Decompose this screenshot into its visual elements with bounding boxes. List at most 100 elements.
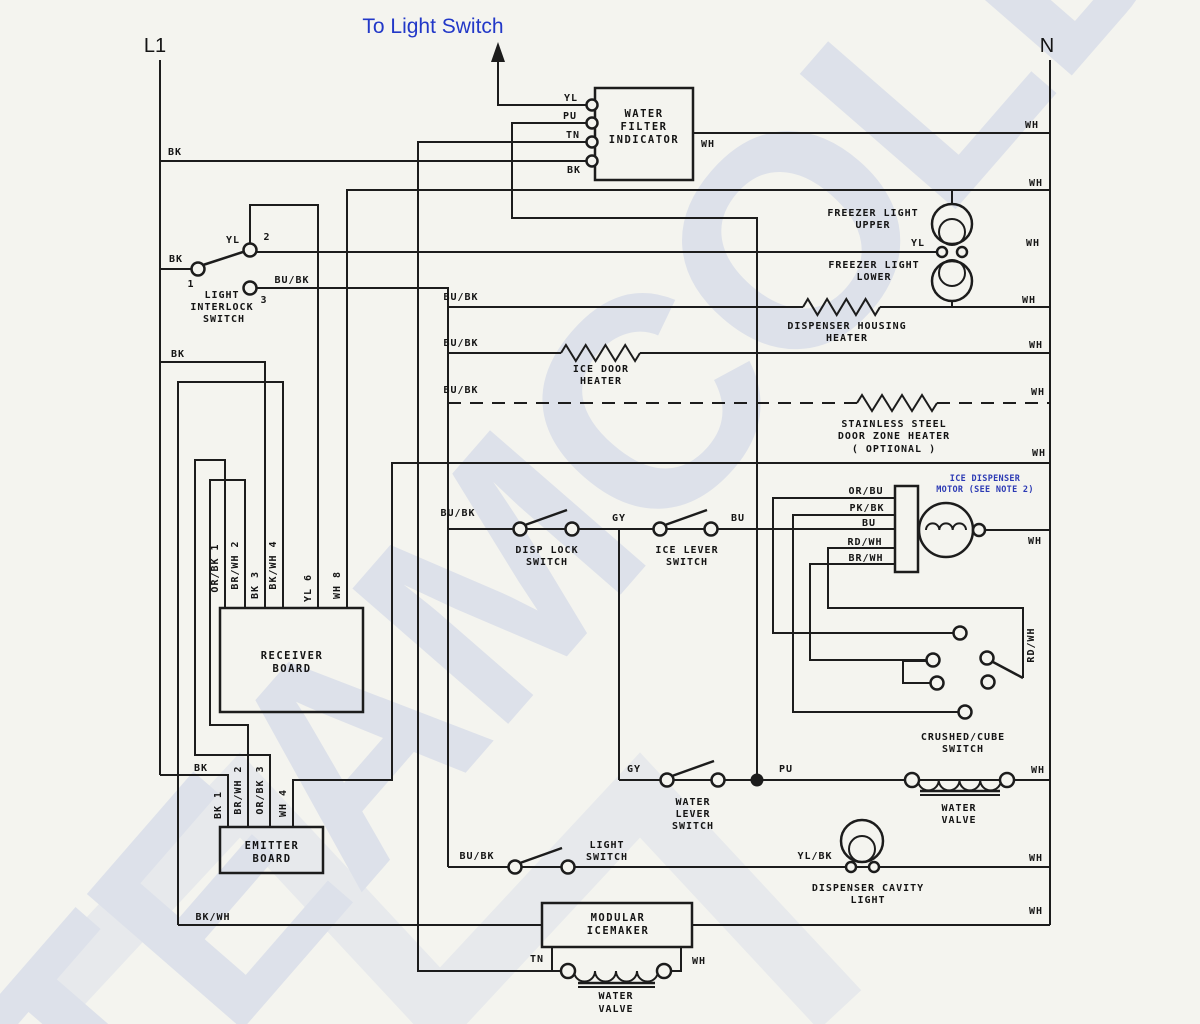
label-yl-bk: YL/BK [797,851,832,862]
label-3: 3 [260,295,267,306]
label-water: WATER [675,797,710,808]
label-bk-wh: BK/WH [195,912,230,923]
label-wh-8: WH 8 [332,571,343,599]
label-pu: PU [779,764,793,775]
label-tn: TN [530,954,544,965]
label-2: 2 [263,232,270,243]
terminal-icon [952,625,968,641]
wire-bu-bk-bus [254,287,449,867]
label-light: LIGHT [589,840,624,851]
label-ice-dispenser: ICE DISPENSER [950,474,1021,484]
label-interlock: INTERLOCK [190,302,253,313]
label-valve: VALVE [941,815,976,826]
label-wh: WH [1029,906,1043,917]
label-bu-bk: BU/BK [443,338,478,349]
label-ice-lever: ICE LEVER [655,545,718,556]
label-wh: WH [1028,536,1042,547]
ice-dispenser-motor [917,501,975,559]
terminal-icon [655,962,673,980]
label-crushed-cube: CRUSHED/CUBE [921,732,1005,743]
wire-wh-8-wire [346,189,1050,608]
label-bu-bk: BU/BK [459,851,494,862]
terminal-icon [903,771,921,789]
stainless-steel-door-zone-heater-resistor [856,393,938,413]
label-pk-bk: PK/BK [849,503,884,514]
label-filter: FILTER [621,121,668,133]
terminal-icon [242,280,258,296]
ice-door-heater-resistor [560,343,641,363]
terminal-icon [512,521,528,537]
wires [159,58,1051,972]
label-bk-wh-4: BK/WH 4 [268,540,279,589]
wire-tn-wire [417,141,592,972]
label-switch: SWITCH [672,821,714,832]
wire-pu-wire [511,122,758,780]
label-water: WATER [598,991,633,1002]
terminal-icon [957,704,973,720]
label-tn: TN [566,130,580,141]
wire-rd-wh-cc-wire [827,547,1024,678]
terminal-icon [564,521,580,537]
label-bk-1: BK 1 [213,791,224,819]
label-light: LIGHT [204,290,239,301]
label-bu: BU [862,518,876,529]
label-pu: PU [563,111,577,122]
label-dispenser-cavity: DISPENSER CAVITY [812,883,924,894]
wire-or-bk-loop [194,459,271,827]
label-to-light-switch: To Light Switch [362,15,503,38]
label-wh: WH [1031,387,1045,398]
label-br-wh-2: BR/WH 2 [230,540,241,589]
water-valve-dispenser [917,779,1002,796]
label-switch: SWITCH [666,557,708,568]
ice-lever-switch-blade [664,508,708,527]
light-switch-blade [519,846,563,865]
label-bu-bk: BU/BK [443,292,478,303]
label-br-wh: BR/WH [848,553,883,564]
terminal-icon [703,521,719,537]
label-wh: WH [1029,178,1043,189]
terminal-icon [935,245,949,259]
label-1: 1 [187,279,194,290]
label-gy: GY [612,513,626,524]
water-valve-icemaker [573,970,659,988]
terminal-icon [560,859,576,875]
label-bu-bk: BU/BK [443,385,478,396]
label-wh-4: WH 4 [278,789,289,817]
terminal-icon [867,860,881,874]
label-wh: WH [701,139,715,150]
label-l1: L1 [144,35,166,57]
terminal-icon [844,860,858,874]
label-bk-3: BK 3 [250,571,261,599]
freezer-light-upper-bulb [930,202,974,246]
wire-bk-3-loop [160,361,266,608]
terminal-icon [585,135,599,149]
label-bk: BK [567,165,581,176]
label-switch: SWITCH [942,744,984,755]
light-interlock-switch-blade [202,249,247,267]
crushed-cube-switch-blade [992,660,1024,680]
wire-pk-bk-wire [792,514,958,713]
terminal-icon [925,652,941,668]
label-wh: WH [1029,853,1043,864]
label-bk: BK [171,349,185,360]
wire-bk-wh-4-loop [177,381,284,925]
terminal-icon [998,771,1016,789]
wire-wh-4-rung [292,462,1050,827]
water-lever-switch-blade [671,759,715,778]
label-disp-lock: DISP LOCK [515,545,578,556]
label-board: BOARD [272,663,311,675]
label-bk: BK [168,147,182,158]
motor-winding-icon [925,522,967,531]
terminal-icon [979,650,995,666]
label-wh: WH [1031,765,1045,776]
label-yl-6: YL 6 [303,574,314,602]
label-yl: YL [226,235,240,246]
label-emitter: EMITTER [245,840,300,852]
label-freezer-light: FREEZER LIGHT [827,208,918,219]
wire-yl-6-loop [249,204,319,608]
